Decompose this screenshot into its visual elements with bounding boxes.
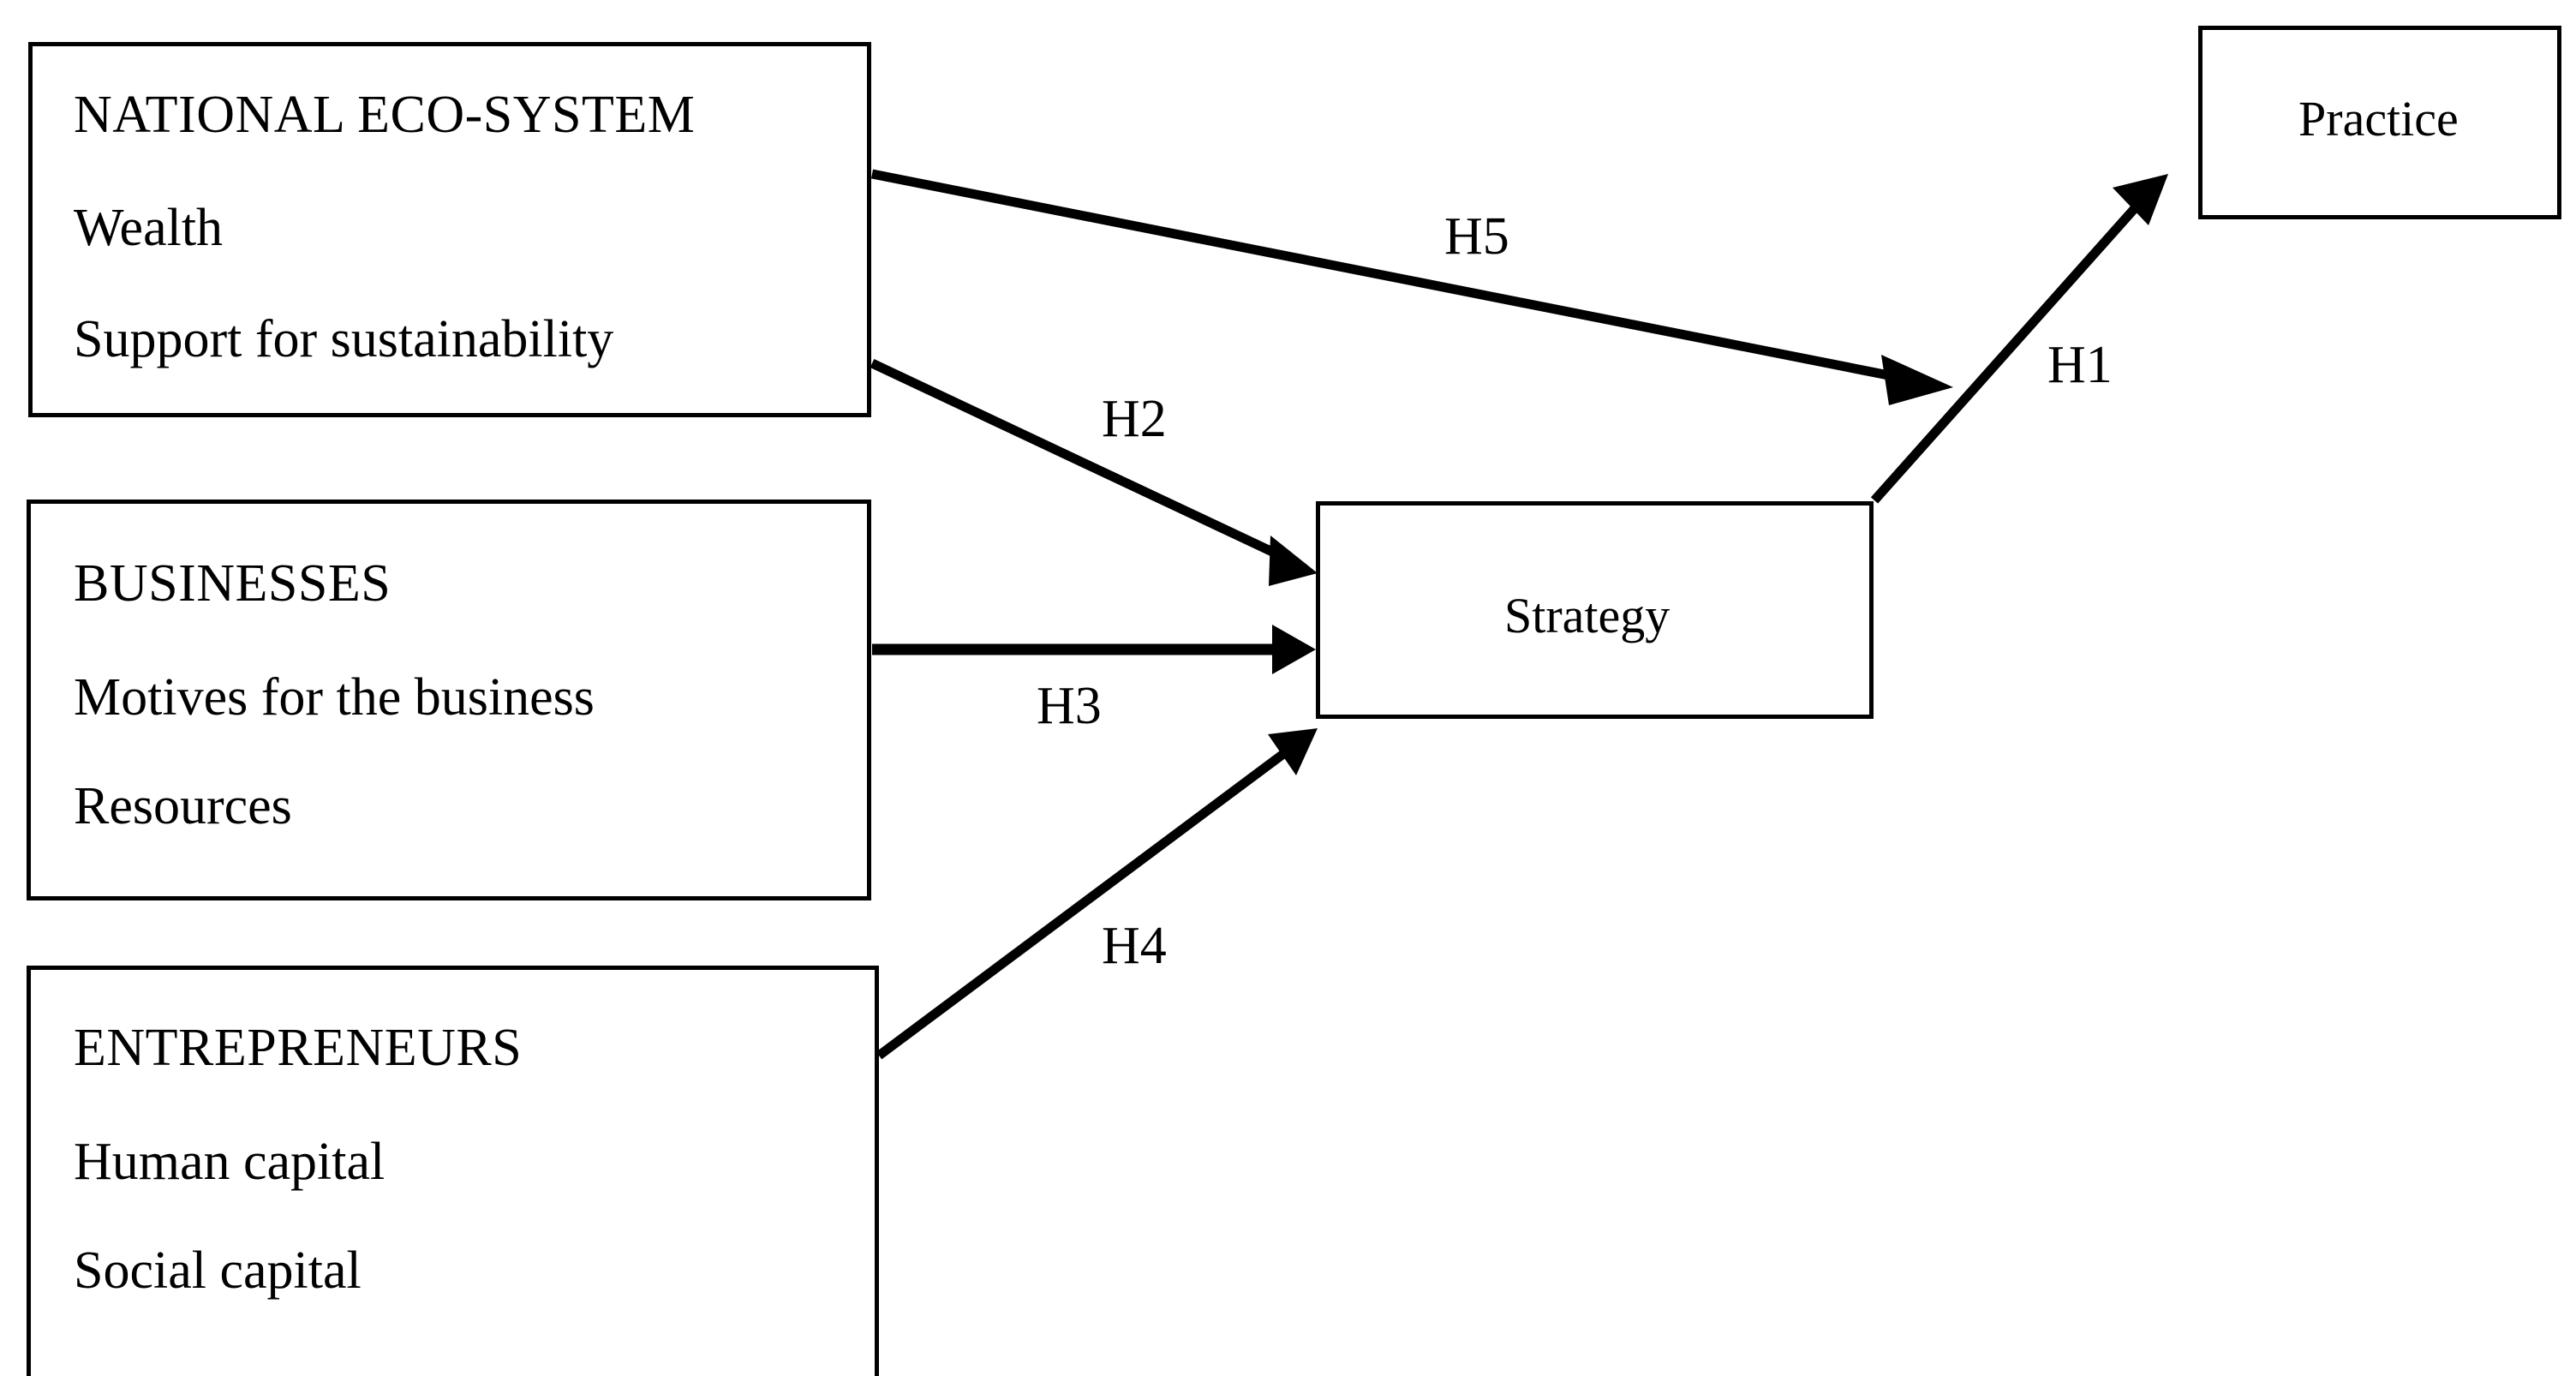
edge-label-h1: H1 (2047, 336, 2113, 394)
edge-label-h4: H4 (1102, 917, 1167, 975)
node-businesses-item-motives-for-the-business: Motives for the business (74, 668, 595, 727)
node-national-eco-system-item-wealth: Wealth (74, 199, 224, 257)
node-strategy-label: Strategy (1504, 588, 1671, 643)
node-practice[interactable] (2198, 26, 2561, 219)
node-national-eco-system-heading: NATIONAL ECO-SYSTEM (74, 86, 696, 144)
node-entrepreneurs[interactable] (27, 966, 879, 1376)
edge-label-h2: H2 (1102, 390, 1167, 448)
node-businesses-heading: BUSINESSES (74, 554, 391, 613)
node-businesses[interactable] (27, 500, 871, 900)
node-entrepreneurs-item-human-capital: Human capital (74, 1133, 386, 1191)
node-national-eco-system[interactable] (28, 42, 871, 417)
node-entrepreneurs-item-social-capital: Social capital (74, 1241, 362, 1300)
edge-h4-arrow (876, 728, 1318, 1060)
edge-label-h5: H5 (1444, 207, 1509, 266)
edge-h2-arrow (870, 359, 1318, 586)
node-businesses-item-resources: Resources (74, 777, 292, 835)
edge-h1-arrow (1870, 174, 2168, 504)
node-practice-label: Practice (2298, 91, 2459, 147)
node-national-eco-system-item-support-for-sustainability: Support for sustainability (74, 310, 614, 368)
edge-h5-arrow (870, 169, 1953, 405)
edge-h3-arrow (872, 625, 1316, 674)
node-entrepreneurs-heading: ENTREPRENEURS (74, 1019, 523, 1077)
edge-label-h3: H3 (1037, 677, 1102, 735)
node-strategy[interactable] (1316, 501, 1874, 719)
